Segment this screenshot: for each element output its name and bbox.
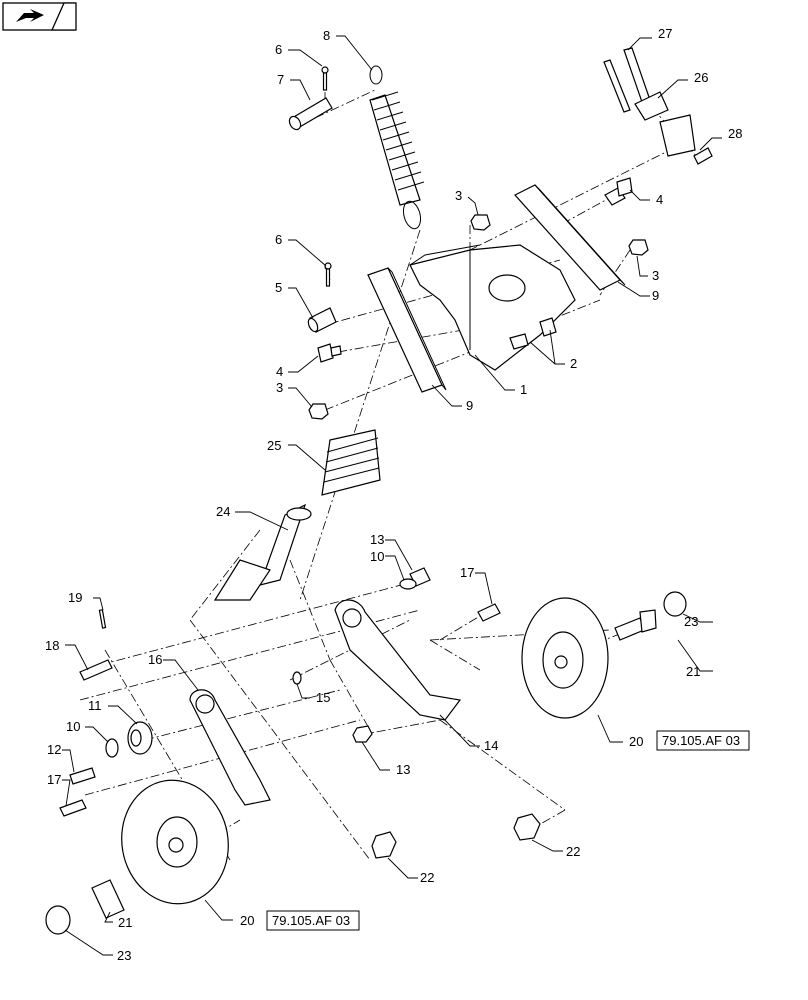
callout-12: 12	[47, 742, 61, 757]
callout-20b: 20	[240, 913, 254, 928]
callout-7: 7	[277, 72, 284, 87]
callout-3a: 3	[455, 188, 462, 203]
callout-23b: 23	[117, 948, 131, 963]
leader-lines	[62, 35, 722, 956]
callout-28: 28	[728, 126, 742, 141]
callout-11: 11	[88, 698, 102, 713]
part-8-extension-spring	[369, 65, 425, 230]
callout-2: 2	[570, 356, 577, 371]
callout-17b: 17	[47, 772, 61, 787]
part-16-arm	[189, 689, 271, 806]
part-18-pin	[79, 659, 113, 681]
part-19-cotter-pin	[98, 609, 107, 629]
callout-14: 14	[484, 738, 498, 753]
reference-box-right[interactable]: 79.105.AF 03	[656, 730, 750, 751]
part-21-bolt-left	[91, 879, 125, 919]
part-2-bolts	[509, 317, 557, 350]
part-4-bolt-upper	[604, 177, 633, 206]
part-28-setscrew	[693, 147, 713, 165]
callout-6a: 6	[275, 42, 282, 57]
part-21-bolt-right	[614, 609, 657, 641]
callout-4a: 4	[656, 192, 663, 207]
callout-18: 18	[45, 638, 59, 653]
callout-19: 19	[68, 590, 82, 605]
part-14-arm	[334, 599, 462, 721]
callout-21a: 21	[686, 664, 700, 679]
part-11-bushing	[127, 721, 153, 755]
part-4-bolt-lower	[317, 343, 342, 363]
callout-4b: 4	[276, 364, 283, 379]
callout-26: 26	[694, 70, 708, 85]
part-20-disc-right	[521, 597, 609, 719]
callout-17a: 17	[460, 565, 474, 580]
callout-10b: 10	[66, 719, 80, 734]
callout-labels: 8 6 7 27 26 28 3 4 3 9 6 5 2 4 1 3 9 25 …	[45, 26, 742, 963]
part-26-clamp	[634, 91, 696, 157]
svg-text:79.105.AF 03: 79.105.AF 03	[662, 733, 740, 748]
callout-3c: 3	[276, 380, 283, 395]
part-23-cap-right	[663, 591, 687, 617]
part-13-nut	[352, 725, 373, 743]
callout-9b: 9	[466, 398, 473, 413]
callout-6b: 6	[275, 232, 282, 247]
callout-22b: 22	[420, 870, 434, 885]
center-lines	[79, 75, 701, 861]
callout-23a: 23	[684, 614, 698, 629]
callout-22a: 22	[566, 844, 580, 859]
callout-16: 16	[148, 652, 162, 667]
callout-20a: 20	[629, 734, 643, 749]
part-17-bolt-left	[59, 799, 87, 817]
callout-10a: 10	[370, 549, 384, 564]
part-6-cotter-pin-top	[321, 66, 329, 91]
part-10-washer-right	[399, 578, 417, 590]
part-22-nut-left	[371, 831, 397, 859]
part-7-clevis-pin	[288, 97, 333, 131]
part-10-washer-left	[105, 738, 119, 758]
navigation-arrow-icon[interactable]	[2, 2, 77, 31]
part-24-tube	[213, 503, 312, 601]
callout-25: 25	[267, 438, 281, 453]
callout-3b: 3	[652, 268, 659, 283]
part-3-nut-b	[628, 239, 649, 256]
callout-5: 5	[275, 280, 282, 295]
part-9-plate-right	[514, 184, 626, 291]
callout-13a: 13	[370, 532, 384, 547]
part-15-washer	[292, 671, 302, 685]
part-25-compression-spring	[321, 429, 381, 496]
part-23-cap-left	[45, 905, 71, 935]
part-3-nut-c	[308, 403, 329, 420]
part-3-nut-a	[470, 214, 491, 231]
part-20-disc-left	[121, 779, 229, 905]
part-12-bolt	[69, 767, 96, 785]
callout-8: 8	[323, 28, 330, 43]
part-22-nut-right	[513, 813, 541, 841]
callout-21b: 21	[118, 915, 132, 930]
part-1-bracket	[409, 244, 576, 371]
callout-15: 15	[316, 690, 330, 705]
part-5-pin	[307, 307, 337, 333]
part-17-bolt-right	[477, 603, 501, 622]
part-6-cotter-pin-mid	[324, 262, 332, 287]
callout-24: 24	[216, 504, 230, 519]
part-9-plate-left	[367, 267, 447, 393]
callout-9a: 9	[652, 288, 659, 303]
part-27-bolts	[603, 47, 651, 113]
svg-text:79.105.AF 03: 79.105.AF 03	[272, 913, 350, 928]
callout-27: 27	[658, 26, 672, 41]
callout-13b: 13	[396, 762, 410, 777]
reference-box-left[interactable]: 79.105.AF 03	[266, 910, 360, 931]
callout-1: 1	[520, 382, 527, 397]
